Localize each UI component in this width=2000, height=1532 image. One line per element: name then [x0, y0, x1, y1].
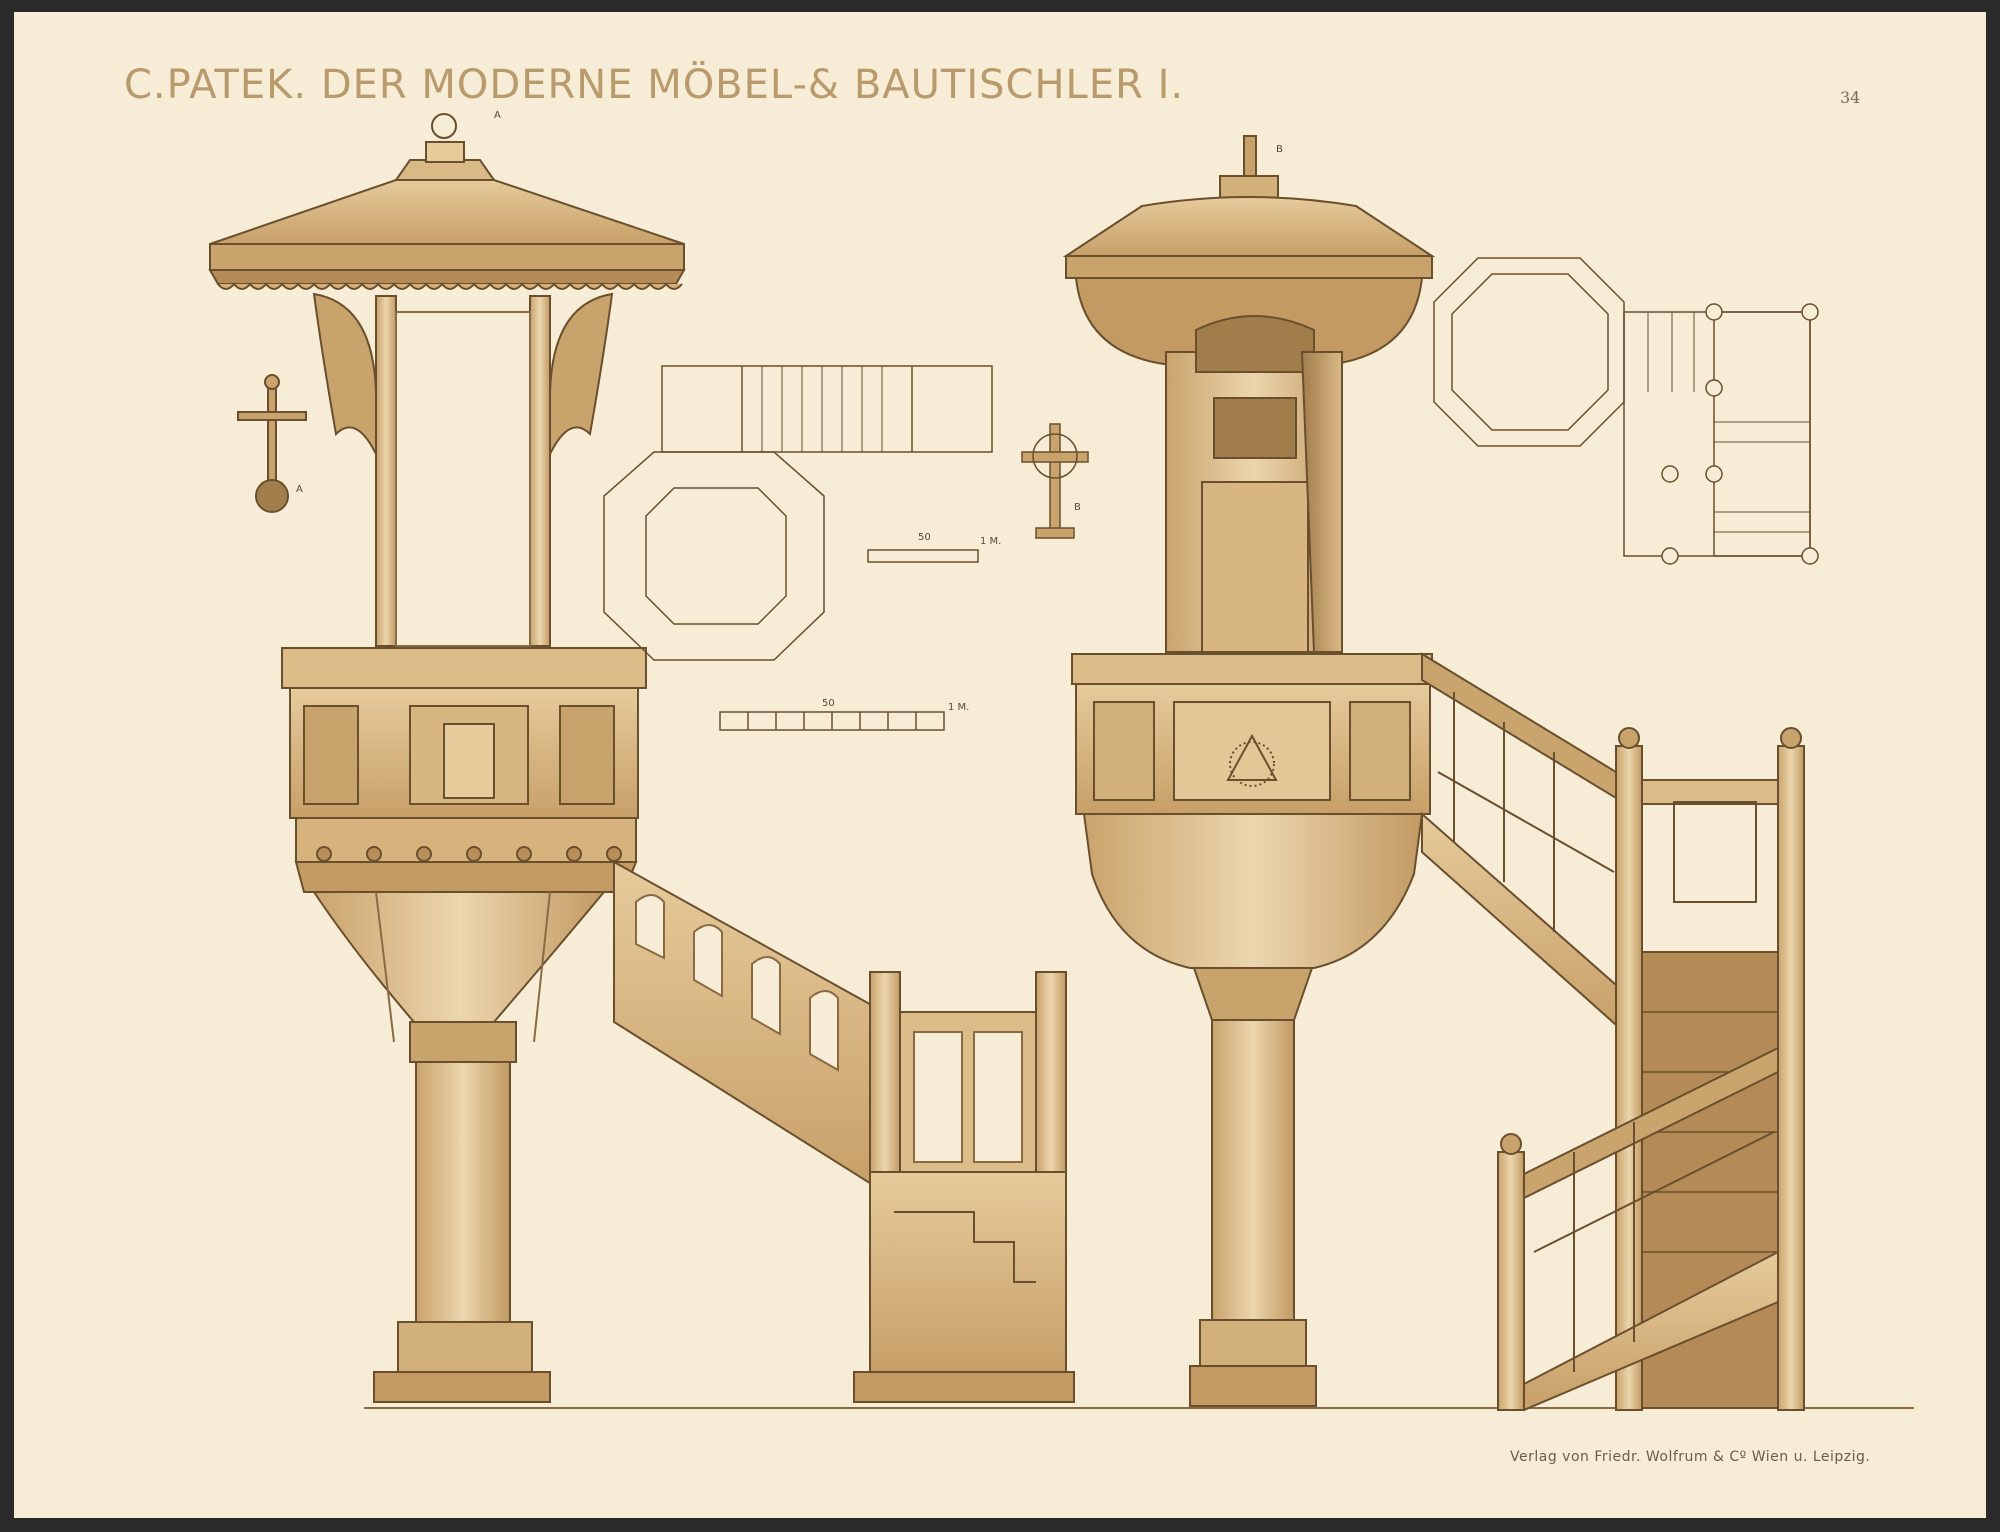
- label-pulpit-b: B: [1276, 144, 1283, 155]
- cross-b: [1021, 423, 1089, 539]
- page-number: 34: [1840, 88, 1861, 107]
- label-cross-b: B: [1074, 502, 1081, 513]
- publisher-imprint: Verlag von Friedr. Wolfrum & Cº Wien u. …: [1510, 1449, 1871, 1465]
- pulpit-b: [1062, 135, 1805, 1412]
- scale-bar-mid-1: 50: [918, 532, 931, 543]
- plate-sheet: C.PATEK. DER MODERNE MÖBEL-& BAUTISCHLER…: [14, 12, 1986, 1518]
- finial-ball: [431, 113, 457, 139]
- plan-a: [603, 365, 993, 731]
- plate-title: C.PATEK. DER MODERNE MÖBEL-& BAUTISCHLER…: [124, 62, 1185, 108]
- plate-illustration: 50 1 M. 50 1 M. A A B B: [208, 110, 1914, 1412]
- label-pulpit-a: A: [494, 110, 501, 121]
- pulpit-a: [208, 113, 1075, 1403]
- scale-bar-end-1: 1 M.: [980, 536, 1001, 547]
- label-cross-a: A: [296, 484, 303, 495]
- scale-bar-mid-2: 50: [822, 698, 835, 709]
- plan-b: [1433, 257, 1819, 565]
- cross-a: [237, 374, 307, 513]
- scale-bar-end-2: 1 M.: [948, 702, 969, 713]
